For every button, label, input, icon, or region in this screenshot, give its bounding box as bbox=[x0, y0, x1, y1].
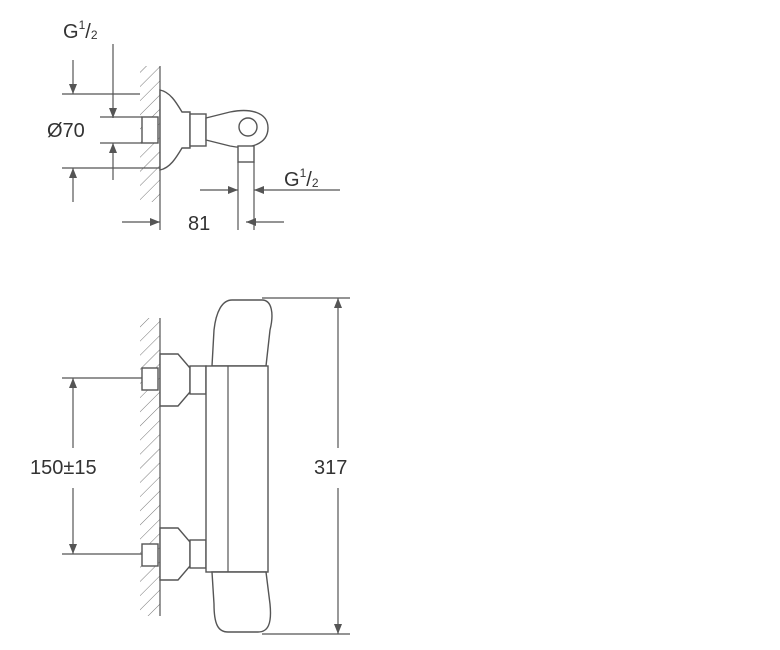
thermostat-tube bbox=[205, 365, 269, 573]
thread-side-label: G1/2 bbox=[284, 166, 319, 191]
thread-top-label: G1/2 bbox=[63, 18, 98, 43]
flange-top bbox=[159, 89, 191, 171]
wall-nut-upper bbox=[141, 367, 159, 391]
front-view bbox=[62, 297, 350, 635]
thread-side-den: 2 bbox=[311, 176, 319, 190]
thermostat-top-cap bbox=[211, 299, 273, 367]
thread-top-den: 2 bbox=[90, 28, 98, 42]
depth-label: 81 bbox=[188, 213, 211, 235]
connector-nut-top bbox=[189, 113, 207, 147]
wall-nut-lower bbox=[141, 543, 159, 567]
thread-top-num: 1 bbox=[78, 18, 86, 32]
connector-lower bbox=[189, 539, 207, 569]
thread-top-prefix: G bbox=[63, 21, 79, 43]
connector-upper bbox=[189, 365, 207, 395]
wall-hatch-front bbox=[140, 318, 160, 616]
thread-side-prefix: G bbox=[284, 169, 300, 191]
valve-body-top bbox=[205, 109, 269, 148]
flange-upper bbox=[159, 353, 191, 407]
outlet-circle-top bbox=[238, 117, 258, 137]
height-label: 317 bbox=[314, 457, 348, 479]
outlet-spout-top bbox=[237, 145, 255, 163]
thread-side-num: 1 bbox=[299, 166, 307, 180]
wall-nut-top bbox=[141, 116, 159, 144]
top-view bbox=[62, 44, 340, 230]
thermostat-bottom-cap bbox=[211, 571, 272, 633]
flange-lower bbox=[159, 527, 191, 581]
spacing-label: 150±15 bbox=[30, 457, 97, 479]
diameter-label: Ø70 bbox=[47, 120, 85, 142]
